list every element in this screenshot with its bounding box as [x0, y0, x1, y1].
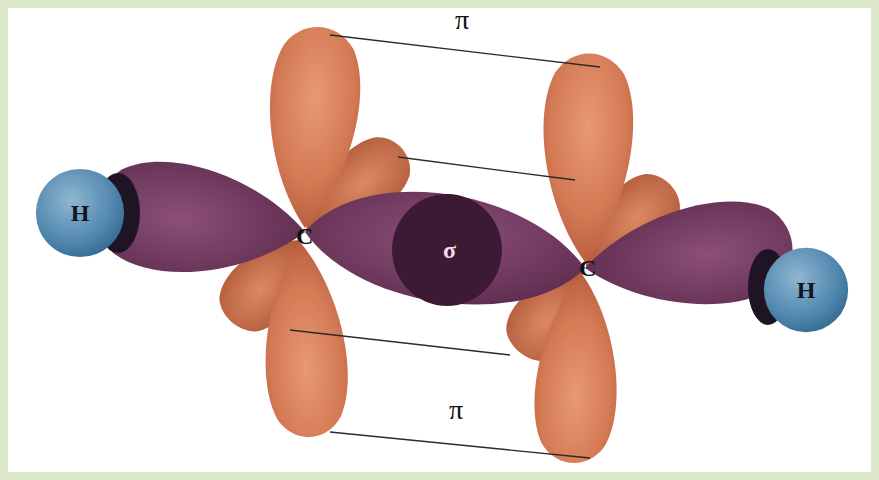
sp-orbital-lobe — [92, 155, 311, 287]
hydrogen-atom: H — [35, 168, 125, 258]
atom-label: C — [296, 224, 313, 248]
p-orbital-lobe — [531, 272, 623, 465]
pi-line — [290, 330, 510, 355]
pi-line — [330, 35, 600, 67]
pi-line — [398, 157, 575, 180]
atom-symbol: H — [797, 278, 816, 302]
atom-label: C — [579, 256, 596, 280]
p-orbital-lobe — [540, 52, 635, 263]
sigma-core — [392, 194, 502, 306]
frame — [4, 4, 875, 476]
p-orbital-lobe — [260, 24, 365, 232]
atom-symbol: H — [71, 201, 90, 225]
bond-label: π — [455, 6, 469, 34]
pi-overlap-lines — [290, 35, 600, 458]
bond-label: π — [449, 396, 463, 424]
pi-line — [330, 432, 590, 458]
bond-label: σ — [443, 238, 456, 262]
hydrogen-atom: H — [763, 247, 849, 333]
p-orbital-lobe — [259, 240, 351, 439]
